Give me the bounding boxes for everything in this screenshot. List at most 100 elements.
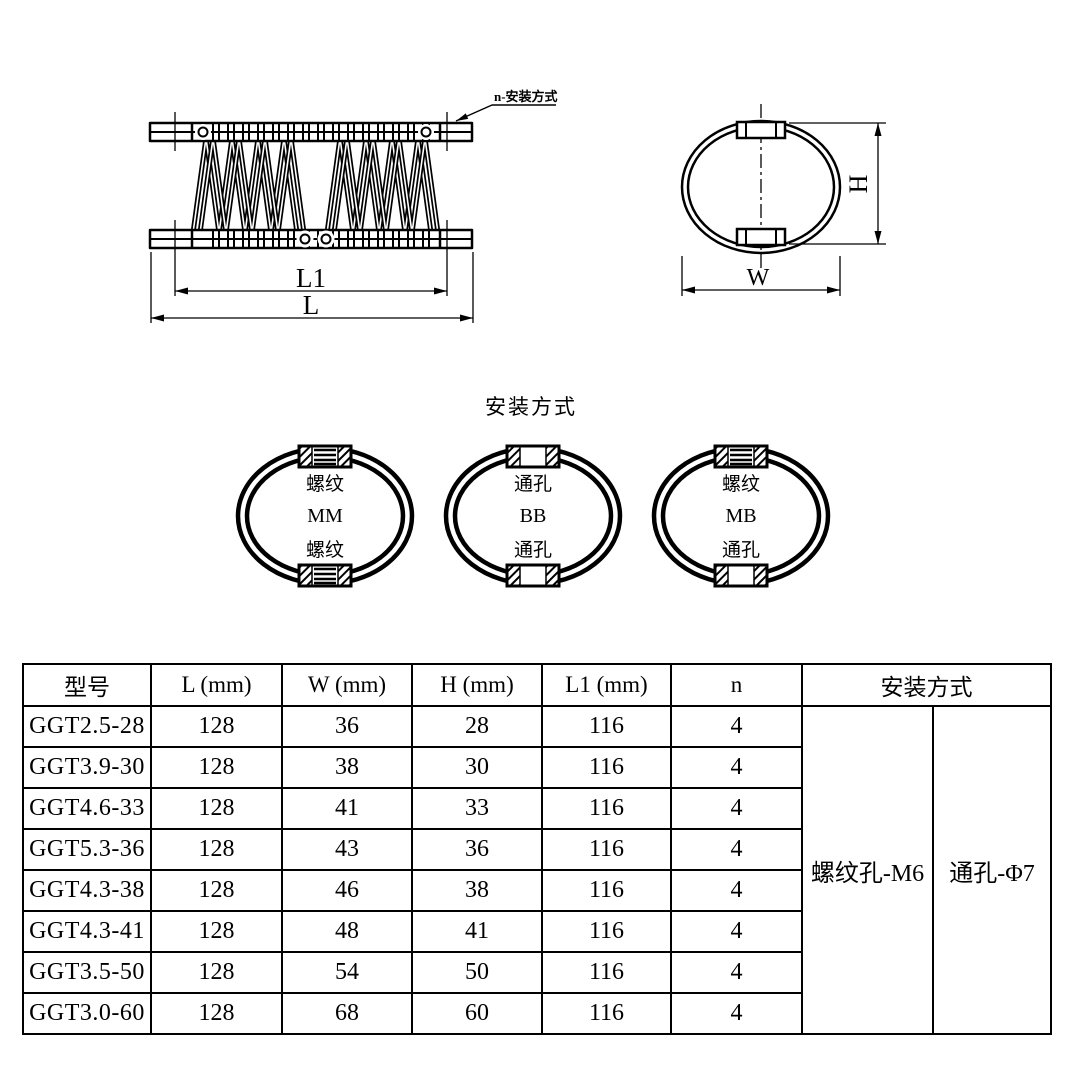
cell-h: 50 — [411, 951, 543, 994]
col-header-mounting: 安装方式 — [801, 663, 1052, 707]
cell-l: 128 — [150, 910, 283, 953]
col-header-l: L (mm) — [150, 663, 283, 707]
cell-w: 48 — [281, 910, 413, 953]
cell-l: 128 — [150, 951, 283, 994]
mounting-top-label: 螺纹 — [306, 473, 344, 495]
cell-l1: 116 — [541, 828, 672, 871]
end-view-drawing: H W — [680, 104, 886, 296]
cell-h: 60 — [411, 992, 543, 1035]
cell-l: 128 — [150, 869, 283, 912]
cell-n: 4 — [670, 910, 803, 953]
mb-bottom-block-hole — [713, 563, 769, 588]
mounting-type-diagram-bb: 通孔 BB 通孔 — [443, 444, 623, 588]
table-row: GGT4.6-33 128 41 33 116 4 — [22, 787, 1051, 830]
end-view-top-block — [735, 120, 787, 140]
cell-w: 46 — [281, 869, 413, 912]
cell-model: GGT3.5-50 — [22, 951, 152, 994]
dim-label-h: H — [844, 174, 873, 193]
table-row: GGT4.3-38 128 46 38 116 4 — [22, 869, 1051, 912]
col-header-w: W (mm) — [281, 663, 413, 707]
cell-n: 4 — [670, 705, 803, 748]
mounting-leader: n-安装方式 — [455, 89, 558, 122]
cell-h: 36 — [411, 828, 543, 871]
dim-l: L — [150, 252, 474, 323]
mounting-top-label: 通孔 — [514, 473, 552, 495]
cell-n: 4 — [670, 951, 803, 994]
cell-model: GGT2.5-28 — [22, 705, 152, 748]
end-view-bottom-block — [735, 227, 787, 247]
cell-model: GGT4.3-41 — [22, 910, 152, 953]
mm-top-block-thread — [297, 444, 353, 469]
cell-l1: 116 — [541, 951, 672, 994]
leader-label: n-安装方式 — [494, 89, 558, 104]
cell-l: 128 — [150, 705, 283, 748]
header-row: 型号 L (mm) W (mm) H (mm) L1 (mm) n 安装方式 — [22, 663, 1052, 707]
mounting-code: BB — [520, 505, 547, 527]
cell-l1: 116 — [541, 992, 672, 1035]
cell-model: GGT5.3-36 — [22, 828, 152, 871]
dim-label-l: L — [303, 290, 320, 320]
cell-l: 128 — [150, 992, 283, 1035]
bb-bottom-block-hole — [505, 563, 561, 588]
dim-h: H — [789, 122, 886, 245]
mounting-code: MB — [725, 505, 756, 527]
dim-label-l1: L1 — [296, 263, 326, 293]
mounting-code: MM — [307, 505, 343, 527]
technical-drawing: n-安装方式 L1 L — [148, 89, 886, 588]
mb-top-block-thread — [713, 444, 769, 469]
col-header-l1: L1 (mm) — [541, 663, 672, 707]
mounting-bottom-label: 通孔 — [722, 539, 760, 561]
cell-mount-thread: 螺纹孔-M6 — [801, 705, 934, 1035]
bb-top-block-hole — [505, 444, 561, 469]
cell-l: 128 — [150, 787, 283, 830]
cell-model: GGT3.0-60 — [22, 992, 152, 1035]
table-row: GGT3.9-30 128 38 30 116 4 — [22, 746, 1051, 789]
col-header-n: n — [670, 663, 803, 707]
cell-n: 4 — [670, 869, 803, 912]
cell-l: 128 — [150, 828, 283, 871]
cell-mount-hole: 通孔-Φ7 — [932, 705, 1052, 1035]
mounting-top-label: 螺纹 — [722, 473, 760, 495]
cell-l: 128 — [150, 746, 283, 789]
dim-label-w: W — [747, 265, 770, 291]
cell-h: 33 — [411, 787, 543, 830]
table-row: GGT3.0-60 128 68 60 116 4 — [22, 992, 1051, 1035]
mounting-bottom-label: 通孔 — [514, 539, 552, 561]
mounting-type-diagram-mm: 螺纹 MM 螺纹 — [235, 444, 415, 588]
spec-table: 型号 L (mm) W (mm) H (mm) L1 (mm) n 安装方式 G… — [22, 663, 1052, 1035]
table-row: GGT4.3-41 128 48 41 116 4 — [22, 910, 1051, 953]
bottom-clamp-bar — [148, 220, 474, 258]
cell-n: 4 — [670, 992, 803, 1035]
dim-w: W — [681, 256, 841, 296]
cell-w: 54 — [281, 951, 413, 994]
cell-l1: 116 — [541, 869, 672, 912]
table-row: GGT2.5-28 128 36 28 116 4 螺纹孔-M6 通孔-Φ7 — [22, 705, 1052, 1035]
cell-w: 41 — [281, 787, 413, 830]
col-header-h: H (mm) — [411, 663, 543, 707]
cell-w: 38 — [281, 746, 413, 789]
cell-l1: 116 — [541, 910, 672, 953]
cell-l1: 116 — [541, 746, 672, 789]
cell-h: 28 — [411, 705, 543, 748]
table-row: GGT5.3-36 128 43 36 116 4 — [22, 828, 1051, 871]
top-clamp-bar — [148, 112, 474, 151]
cell-h: 30 — [411, 746, 543, 789]
mounting-heading: 安装方式 — [485, 395, 577, 419]
mounting-type-diagram-mb: 螺纹 MB 通孔 — [651, 444, 831, 588]
mounting-bottom-label: 螺纹 — [306, 539, 344, 561]
cell-model: GGT4.6-33 — [22, 787, 152, 830]
side-view-drawing: n-安装方式 L1 L — [148, 89, 558, 323]
cell-l1: 116 — [541, 705, 672, 748]
cell-w: 43 — [281, 828, 413, 871]
cell-l1: 116 — [541, 787, 672, 830]
mm-bottom-block-thread — [297, 563, 353, 588]
cell-n: 4 — [670, 828, 803, 871]
col-header-model: 型号 — [22, 663, 152, 707]
dim-l1: L1 — [174, 258, 448, 296]
cell-n: 4 — [670, 787, 803, 830]
cell-h: 41 — [411, 910, 543, 953]
table-row: GGT3.5-50 128 54 50 116 4 — [22, 951, 1051, 994]
cell-w: 68 — [281, 992, 413, 1035]
cell-h: 38 — [411, 869, 543, 912]
